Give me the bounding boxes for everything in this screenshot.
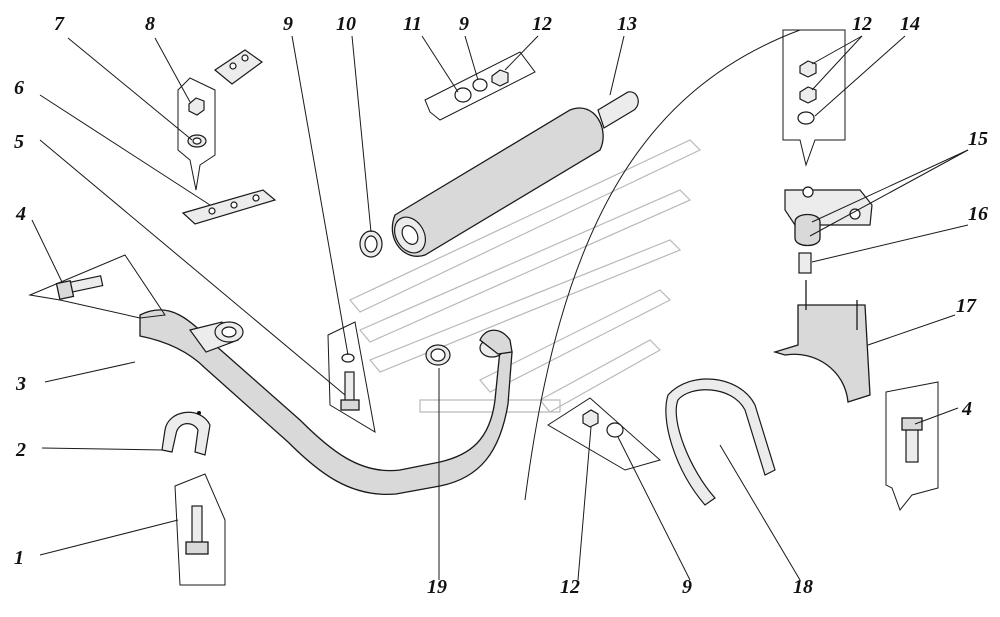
- nut-washer-group-12-9-center: [547, 397, 662, 471]
- callout-13: 13: [617, 13, 637, 35]
- washer-nut-group-11-9-12: [424, 51, 536, 121]
- bolt-part-4-left: [28, 254, 166, 319]
- callout-15: 15: [968, 128, 988, 150]
- clamp-part-2: [161, 411, 211, 456]
- callout-19: 19: [427, 576, 447, 598]
- callout-2: 2: [15, 439, 26, 461]
- callout-9-a: 9: [283, 13, 293, 35]
- background-watermark-logo: [349, 139, 702, 413]
- small-bracket: [213, 49, 264, 85]
- leader-lines: [31, 35, 969, 581]
- callout-12-top: 12: [532, 13, 552, 35]
- callout-3: 3: [15, 373, 26, 395]
- callout-9-c: 9: [682, 576, 692, 598]
- callout-10: 10: [336, 13, 356, 35]
- nut-washer-group-7-8: [177, 77, 216, 191]
- bracket-part-15: [784, 186, 873, 247]
- callout-9-b: 9: [459, 13, 469, 35]
- bolt-part-1: [174, 473, 226, 586]
- callout-5: 5: [14, 131, 24, 153]
- callout-11: 11: [403, 13, 422, 35]
- callout-14: 14: [900, 13, 920, 35]
- bolt-washer-group-5-9: [327, 321, 376, 433]
- support-block-part-17: [772, 280, 871, 403]
- callout-labels: 1 2 3 4 4 5 6 7 8 9 9 9 10 11 12 12 12 1…: [14, 13, 988, 598]
- callout-4-right: 4: [961, 398, 972, 420]
- nut-washer-group-12-14-right: [782, 29, 846, 167]
- callout-1: 1: [14, 547, 24, 569]
- callout-18: 18: [793, 576, 813, 598]
- bracket-plate-part-6: [181, 189, 277, 225]
- strap-band-part-18: [665, 378, 776, 506]
- gasket-part-10: [359, 230, 383, 258]
- callout-7: 7: [54, 13, 65, 35]
- callout-4-left: 4: [15, 203, 26, 225]
- callout-6: 6: [14, 77, 24, 99]
- bushing-part-16: [798, 252, 812, 274]
- callout-12-right: 12: [852, 13, 872, 35]
- exhaust-pipe-part-3: [139, 309, 513, 496]
- callout-12-bottom: 12: [560, 576, 580, 598]
- separator-arc: [524, 29, 801, 501]
- muffler-part-13: [391, 91, 639, 257]
- bolt-part-4-right: [885, 381, 939, 512]
- callout-17: 17: [956, 295, 977, 317]
- clamp-part-19: [425, 344, 451, 366]
- callout-16: 16: [968, 203, 988, 225]
- callout-8: 8: [145, 13, 155, 35]
